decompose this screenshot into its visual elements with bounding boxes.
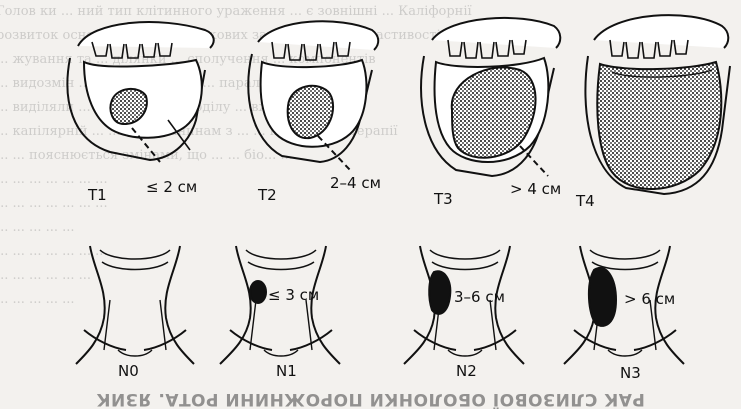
t1-stage-label: T1: [88, 186, 107, 204]
tongue-t2-illustration: [248, 21, 378, 170]
t2-stage-label: T2: [258, 186, 277, 204]
tongue-t4-illustration: [585, 15, 730, 194]
t1-size-label: ≤ 2 см: [146, 178, 197, 196]
n2-size-label: 3–6 см: [454, 288, 505, 306]
t3-stage-label: T3: [434, 190, 453, 208]
show-through-heading: РАК СЛИЗОВОЇ ОБОЛОНКИ ПОРОЖНИНИ РОТА. ЯЗ…: [0, 375, 741, 409]
t4-stage-label: T4: [576, 192, 595, 210]
neck-n1-illustration: [220, 246, 340, 364]
t3-size-label: > 4 см: [510, 180, 561, 198]
neck-n0-illustration: [76, 246, 194, 364]
n1-size-label: ≤ 3 см: [268, 286, 319, 304]
t2-size-label: 2–4 см: [330, 174, 381, 192]
tongue-t3-illustration: [421, 18, 560, 176]
tongue-t1-illustration: [67, 22, 213, 162]
n3-size-label: > 6 см: [624, 290, 675, 308]
